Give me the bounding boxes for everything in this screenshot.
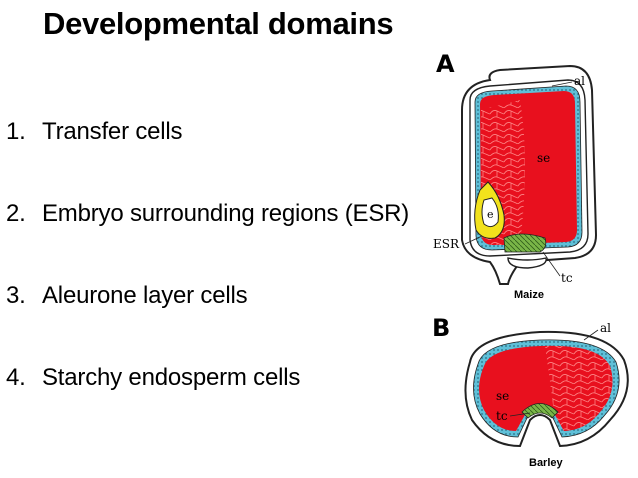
label-al: al bbox=[574, 74, 585, 88]
panel-letter-a: A bbox=[436, 50, 455, 78]
caption-maize: Maize bbox=[514, 289, 544, 301]
maize-embryo bbox=[481, 197, 499, 228]
list-number: 2. bbox=[6, 200, 26, 227]
list-item-starchy-endosperm: 4. Starchy endosperm cells bbox=[6, 364, 300, 392]
list-item-aleurone: 3. Aleurone layer cells bbox=[6, 282, 248, 310]
list-text: Starchy endosperm cells bbox=[42, 364, 301, 391]
list-item-transfer-cells: 1. Transfer cells bbox=[6, 118, 183, 146]
list-number: 4. bbox=[6, 364, 26, 391]
maize-transfer-cells bbox=[503, 233, 547, 253]
label-se-b: se bbox=[496, 389, 509, 403]
maize-kernel: al se e ESR tc bbox=[433, 64, 598, 285]
label-e: e bbox=[487, 208, 494, 221]
label-se: se bbox=[537, 151, 550, 165]
slide-title: Developmental domains bbox=[43, 6, 394, 41]
label-tc-b: tc bbox=[496, 409, 508, 423]
caption-barley: Barley bbox=[529, 457, 563, 469]
list-text: Embryo surrounding regions (ESR) bbox=[42, 200, 410, 227]
panel-letter-b: B bbox=[432, 314, 451, 342]
barley-grain: al se tc bbox=[464, 321, 629, 448]
label-al-b: al bbox=[600, 321, 611, 335]
barley-transfer-cells bbox=[521, 403, 559, 419]
list-item-esr: 2. Embryo surrounding regions (ESR) bbox=[6, 200, 409, 228]
label-tc: tc bbox=[561, 271, 573, 285]
list-text: Transfer cells bbox=[42, 118, 183, 145]
label-esr: ESR bbox=[433, 237, 460, 251]
list-number: 1. bbox=[6, 118, 26, 145]
list-number: 3. bbox=[6, 282, 26, 309]
list-text: Aleurone layer cells bbox=[42, 282, 248, 309]
